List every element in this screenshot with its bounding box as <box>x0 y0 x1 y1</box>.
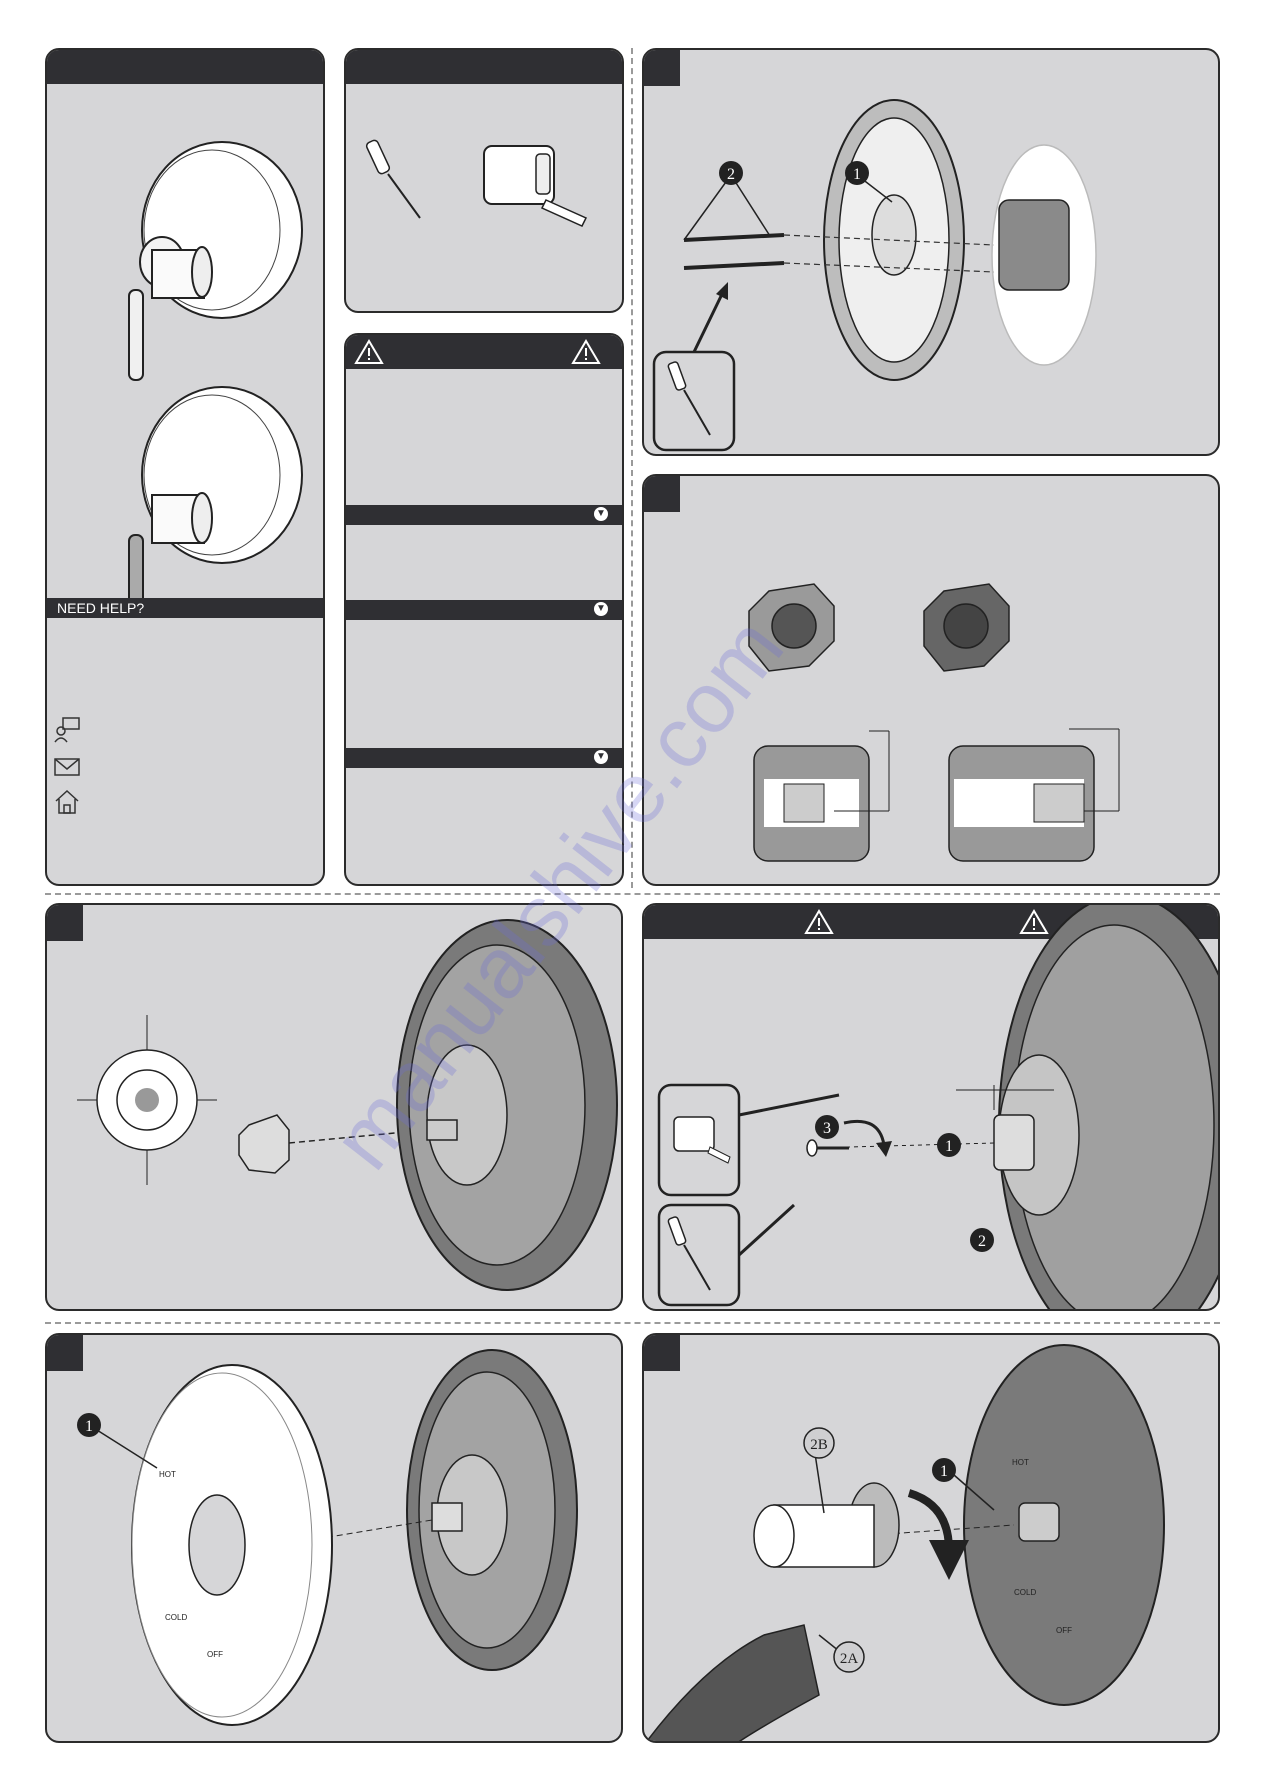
warning-icon <box>354 339 384 364</box>
product-overview-panel: NEED HELP? <box>45 48 325 886</box>
step-6-panel: HOT COLD OFF 2B 1 2A <box>642 1333 1220 1743</box>
tools-panel <box>344 48 624 313</box>
tape-measure-icon <box>673 1116 731 1164</box>
trim-upper <box>128 141 303 381</box>
step-5-panel: HOT COLD OFF 1 <box>45 1333 623 1743</box>
faucet-trim-illustrations <box>128 141 303 616</box>
step-number-badge <box>644 50 680 86</box>
step-1-illustration: 2 1 <box>652 99 1097 452</box>
callout-number-2: 2 <box>727 166 735 183</box>
home-icon <box>55 789 79 814</box>
step-2-illustration <box>748 583 1120 862</box>
trim-label-off: OFF <box>1056 1626 1072 1635</box>
callout-number-1: 1 <box>853 166 861 183</box>
trim-label-cold: COLD <box>165 1613 187 1622</box>
adapter-type-a <box>748 583 835 672</box>
callout-number-2: 2 <box>978 1233 986 1250</box>
callout-2b: 2B <box>810 1437 828 1453</box>
step-number-badge <box>644 1335 680 1371</box>
callout-number-1: 1 <box>85 1418 93 1435</box>
warnings-panel: ▼ ▼ ▼ <box>344 333 624 886</box>
arrow-down-circle-icon: ▼ <box>594 750 608 764</box>
panel-header <box>47 50 323 84</box>
step-6-illustration: HOT COLD OFF 2B 1 2A <box>646 1344 1165 1741</box>
screwdriver-icon <box>667 361 711 436</box>
screwdriver-icon <box>667 1216 711 1291</box>
step-5-illustration: HOT COLD OFF 1 <box>77 1349 578 1726</box>
callout-number-3: 3 <box>823 1120 831 1137</box>
step-3-panel <box>45 903 623 1311</box>
warning-icon <box>1019 909 1049 934</box>
step-4-illustration: 3 1 2 <box>657 905 1218 1309</box>
warning-icon <box>804 909 834 934</box>
step-number-badge <box>47 1335 83 1371</box>
tape-measure-icon <box>483 145 588 227</box>
step-4-panel: 3 1 2 <box>642 903 1220 1311</box>
trim-lower <box>128 386 303 616</box>
step-3-illustration <box>77 919 618 1291</box>
step-2-panel <box>642 474 1220 886</box>
trim-label-hot: HOT <box>1012 1458 1029 1467</box>
mail-icon <box>54 758 80 776</box>
callout-number-1: 1 <box>945 1138 953 1155</box>
step-number-badge <box>47 905 83 941</box>
panel-header <box>346 50 622 84</box>
arrow-down-circle-icon: ▼ <box>594 507 608 521</box>
option-bar-1: ▼ <box>346 505 622 525</box>
warning-header <box>346 335 622 369</box>
row-divider-2 <box>45 1322 1220 1324</box>
callout-number-1: 1 <box>940 1463 948 1480</box>
step-1-panel: 2 1 <box>642 48 1220 456</box>
column-divider <box>631 48 633 888</box>
adapter-orientation-diagram <box>77 1015 217 1185</box>
option-bar-3: ▼ <box>346 748 622 768</box>
adapter-type-b <box>923 583 1010 672</box>
trim-label-cold: COLD <box>1014 1588 1036 1597</box>
step-number-badge <box>644 476 680 512</box>
trim-label-off: OFF <box>207 1650 223 1659</box>
chat-icon <box>54 717 80 743</box>
arrow-down-circle-icon: ▼ <box>594 602 608 616</box>
need-help-title: NEED HELP? <box>57 600 145 616</box>
warning-icon <box>571 339 601 364</box>
trim-label-hot: HOT <box>159 1470 176 1479</box>
row-divider-1 <box>45 893 1220 895</box>
option-bar-2: ▼ <box>346 600 622 620</box>
adapter-part <box>238 1114 290 1174</box>
need-help-bar: NEED HELP? <box>47 598 323 618</box>
callout-2a: 2A <box>840 1651 859 1667</box>
screwdriver-icon <box>365 139 421 219</box>
